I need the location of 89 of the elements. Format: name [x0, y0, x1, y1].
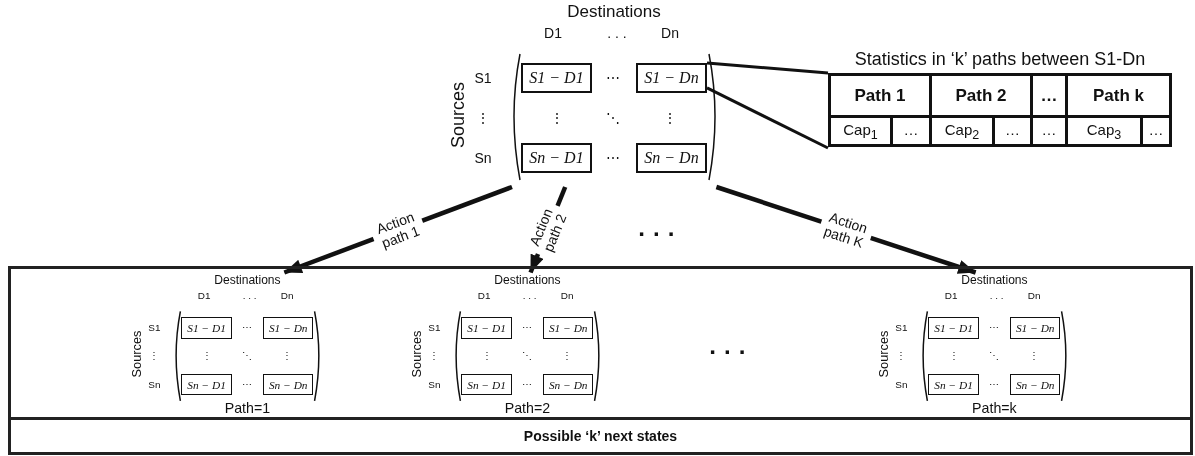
row-label: Sn [474, 151, 492, 165]
column-label: D1 [544, 26, 562, 40]
ellipsis: ⋮ [282, 351, 293, 362]
ellipsis: . . . [607, 26, 627, 40]
column-header: Path k [1068, 76, 1169, 118]
ellipsis: ⋱ [606, 111, 620, 125]
column-title: Destinations [567, 2, 661, 20]
matrix-entry: S1 − D1 [181, 317, 232, 339]
ellipsis: ⋱ [521, 351, 532, 362]
table-cell: … [995, 118, 1033, 144]
row-title: Sources [877, 330, 891, 378]
ellipsis: ⋯ [606, 71, 620, 85]
column-header: Path 1 [831, 76, 932, 118]
row-label: Sn [148, 379, 161, 390]
ellipsis: ⋯ [606, 151, 620, 165]
ellipsis: ⋯ [988, 379, 999, 390]
column-header: Path 2 [932, 76, 1033, 118]
ellipsis: ⋯ [241, 322, 252, 333]
ellipsis: ⋱ [241, 351, 252, 362]
matrix-caption: Path=2 [504, 401, 551, 416]
column-label: Dn [280, 290, 294, 301]
column-label: Dn [661, 26, 679, 40]
table-cell: … [1033, 118, 1068, 144]
ellipsis: ⋮ [896, 351, 907, 362]
column-title: Destinations [961, 274, 1028, 287]
ellipsis: ⋯ [521, 322, 532, 333]
ellipsis: · · · [709, 340, 747, 364]
connector-line [706, 86, 829, 150]
matrix-entry: Sn − Dn [263, 374, 314, 396]
column-label: Dn [1027, 290, 1041, 301]
ellipsis: . . . [989, 290, 1004, 301]
matrix-entry: Sn − Dn [543, 374, 594, 396]
table-cell: Cap$_{3}$ [1068, 118, 1143, 144]
row-title: Sources [410, 330, 424, 378]
states-panel [8, 266, 1193, 455]
ellipsis: ⋯ [521, 379, 532, 390]
table-cell: … [893, 118, 932, 144]
matrix-entry: Sn − Dn [1010, 374, 1061, 396]
matrix-entry: S1 − Dn [636, 63, 707, 93]
column-label: D1 [477, 290, 491, 301]
ellipsis: ⋯ [241, 379, 252, 390]
column-header: … [1033, 76, 1068, 118]
ellipsis: ⋮ [149, 351, 160, 362]
matrix-entry: Sn − D1 [181, 374, 232, 396]
ellipsis: ⋮ [562, 351, 573, 362]
ellipsis: ⋯ [988, 322, 999, 333]
ellipsis: ⋮ [429, 351, 440, 362]
ellipsis: · · · [638, 222, 676, 246]
matrix-entry: S1 − Dn [1010, 317, 1061, 339]
row-label: Sn [895, 379, 908, 390]
matrix-entry: S1 − Dn [263, 317, 314, 339]
matrix-entry: S1 − Dn [543, 317, 594, 339]
column-title: Destinations [214, 274, 281, 287]
ellipsis: ⋮ [201, 351, 212, 362]
ellipsis: . . . [242, 290, 257, 301]
ellipsis: ⋮ [550, 111, 564, 125]
ellipsis: . . . [522, 290, 537, 301]
row-title: Sources [130, 330, 144, 378]
ellipsis: ⋮ [476, 111, 490, 125]
ellipsis: ⋮ [663, 111, 677, 125]
table-title: Statistics in ‘k’ paths between S1-Dn [853, 48, 1147, 70]
table-cell: Cap$_{1}$ [831, 118, 893, 144]
states-banner: Possible ‘k’ next states [11, 417, 1190, 452]
row-label: S1 [895, 322, 908, 333]
matrix-entry: Sn − D1 [461, 374, 512, 396]
ellipsis: ⋮ [948, 351, 959, 362]
column-label: D1 [197, 290, 211, 301]
row-label: Sn [428, 379, 441, 390]
column-label: Dn [560, 290, 574, 301]
ellipsis: ⋱ [988, 351, 999, 362]
ellipsis: ⋮ [481, 351, 492, 362]
matrix-entry: Sn − Dn [636, 143, 707, 173]
row-label: S1 [474, 71, 492, 85]
matrix-entry: Sn − D1 [521, 143, 592, 173]
table-cell: Cap$_{2}$ [932, 118, 995, 144]
matrix-caption: Path=k [972, 401, 1017, 416]
row-label: S1 [148, 322, 161, 333]
column-title: Destinations [494, 274, 561, 287]
table-cell-text: … [1147, 120, 1165, 140]
matrix-entry: S1 − D1 [928, 317, 979, 339]
column-label: D1 [944, 290, 958, 301]
matrix-entry: Sn − D1 [928, 374, 979, 396]
matrix-entry: S1 − D1 [461, 317, 512, 339]
connector-line [706, 61, 829, 75]
matrix-caption: Path=1 [224, 401, 271, 416]
row-label: S1 [428, 322, 441, 333]
ellipsis: ⋮ [1029, 351, 1040, 362]
matrix-entry: S1 − D1 [521, 63, 592, 93]
row-title: Sources [449, 82, 467, 148]
